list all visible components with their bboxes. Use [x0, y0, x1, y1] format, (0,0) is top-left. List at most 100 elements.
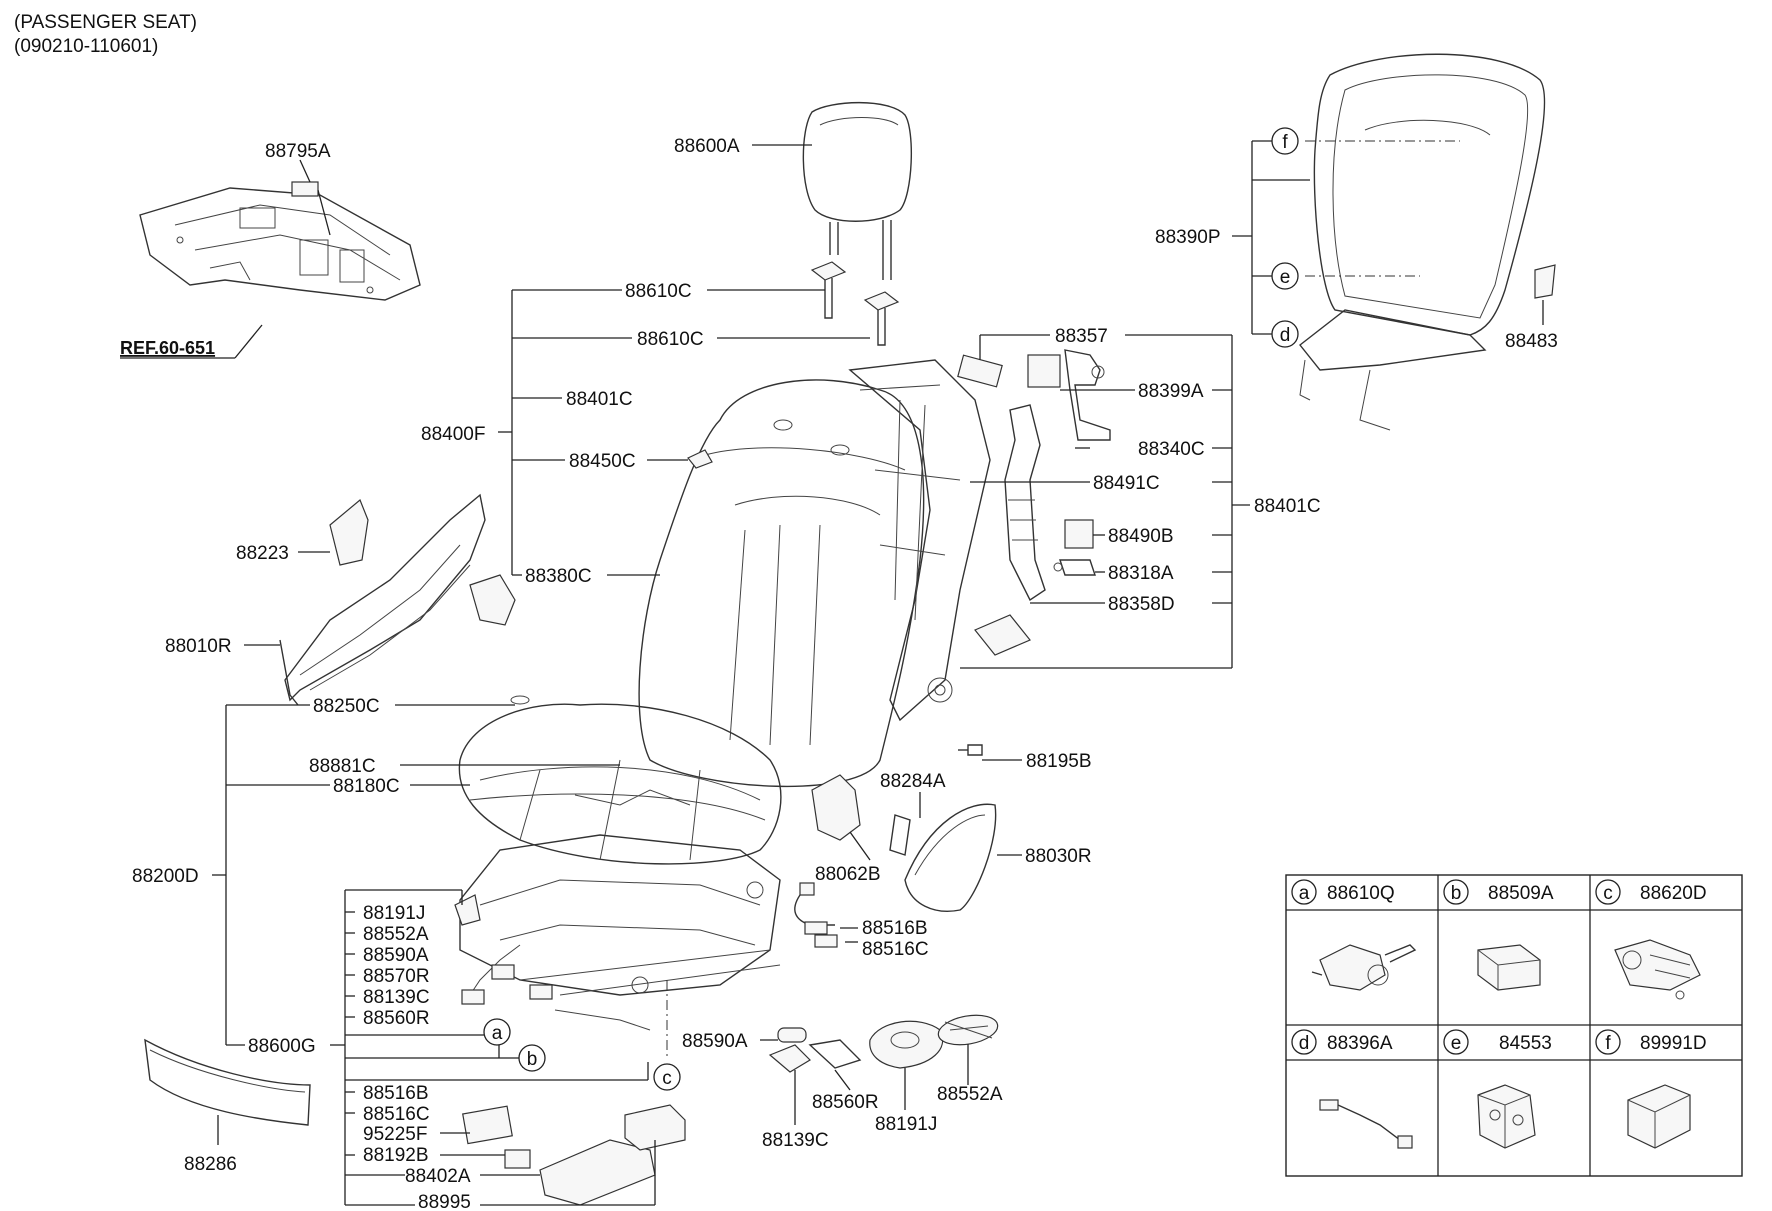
seat-back-illustration [638, 379, 925, 788]
legend-sketch-88620D [1614, 939, 1701, 1000]
leader-lines [120, 140, 1544, 1206]
part-label-88390P: 88390P [1155, 227, 1221, 248]
callout-circles: a b c f e d [483, 127, 1299, 1091]
part-label-88560R-left: 88560R [363, 1008, 430, 1029]
seat-back-frame-88390P-illustration [1299, 53, 1556, 431]
legend-part-84553: 84553 [1499, 1033, 1552, 1054]
part-label-88552A-left: 88552A [363, 924, 429, 945]
legend-part-89991D: 89991D [1640, 1033, 1707, 1054]
part-label-88139C-left: 88139C [363, 987, 430, 1008]
callout-b-letter: b [527, 1049, 538, 1070]
callout-c-letter: c [662, 1068, 672, 1089]
legend-table: a 88610Q b 88509A c 88620D d 88396A e [1285, 874, 1743, 1177]
legend-sketch-84553 [1477, 1084, 1536, 1149]
legend-letter-a: a [1299, 883, 1310, 904]
part-labels: 88795A REF.60-651 88600A 88610C 88610C 8… [120, 136, 1558, 1211]
legend-letter-e: e [1451, 1033, 1462, 1054]
part-label-88995: 88995 [418, 1192, 471, 1211]
floor-panel-illustration [139, 181, 421, 301]
part-label-88357: 88357 [1055, 326, 1108, 347]
lumbar-parts-illustration [768, 1014, 999, 1073]
callout-a: a [483, 1018, 511, 1046]
part-label-88358D: 88358D [1108, 594, 1175, 615]
seat-trim-parts-illustration [811, 774, 997, 912]
part-label-88516B-right: 88516B [862, 918, 928, 939]
legend-sketch-89991D [1627, 1084, 1691, 1149]
headrest-illustration [802, 101, 912, 346]
callout-e: e [1271, 262, 1299, 290]
seat-frame-illustration [454, 834, 781, 1031]
legend-part-88620D: 88620D [1640, 883, 1707, 904]
bolt-illustration [958, 744, 983, 756]
seat-back-frame-illustration [848, 359, 991, 722]
part-label-88062B: 88062B [815, 864, 881, 885]
part-label-88516B-left: 88516B [363, 1083, 429, 1104]
callout-f-letter: f [1282, 132, 1288, 153]
legend-cell-e: e 84553 [1443, 1029, 1552, 1055]
legend-part-88610Q: 88610Q [1327, 883, 1395, 904]
part-label-88610C-bottom: 88610C [637, 329, 704, 350]
part-label-88191J-left: 88191J [363, 903, 425, 924]
part-label-88191J-right: 88191J [875, 1114, 937, 1135]
part-label-88516C-left: 88516C [363, 1104, 430, 1125]
legend-cell-a: a 88610Q [1291, 879, 1395, 905]
part-label-88600A: 88600A [674, 136, 740, 157]
part-label-88570R: 88570R [363, 966, 430, 987]
front-trim-illustration [144, 1038, 311, 1126]
legend-sketch-88610Q [1311, 944, 1417, 991]
legend-sketch-88509A [1477, 944, 1541, 991]
part-label-88400F: 88400F [421, 424, 485, 445]
callout-e-letter: e [1280, 267, 1291, 288]
part-label-88340C: 88340C [1138, 439, 1205, 460]
part-label-88318A: 88318A [1108, 563, 1174, 584]
callout-b: b [518, 1044, 546, 1072]
legend-letter-c: c [1603, 883, 1613, 904]
part-label-88402A: 88402A [405, 1166, 471, 1187]
part-label-88600G: 88600G [248, 1036, 316, 1057]
part-label-88590A-right: 88590A [682, 1031, 748, 1052]
callout-d: d [1271, 320, 1299, 348]
legend-sketch-88396A [1319, 1099, 1413, 1149]
legend-letter-d: d [1299, 1033, 1310, 1054]
control-module-illustration [462, 1104, 686, 1206]
legend-part-88396A: 88396A [1327, 1033, 1393, 1054]
legend-cell-d: d 88396A [1291, 1029, 1393, 1055]
diagram-title: (PASSENGER SEAT) [14, 12, 197, 33]
part-label-88490B: 88490B [1108, 526, 1174, 547]
part-label-88010R: 88010R [165, 636, 232, 657]
callout-d-letter: d [1280, 325, 1291, 346]
part-label-88881C: 88881C [309, 756, 376, 777]
harness-illustration [794, 882, 838, 948]
part-label-88590A-left: 88590A [363, 945, 429, 966]
part-label-88223: 88223 [236, 543, 289, 564]
callout-c: c [653, 1063, 681, 1091]
diagram-date-range: (090210-110601) [14, 36, 159, 57]
part-label-88030R: 88030R [1025, 846, 1092, 867]
legend-cell-c: c 88620D [1595, 879, 1707, 905]
legend-cell-f: f 89991D [1595, 1029, 1707, 1055]
part-label-88552A-right: 88552A [937, 1084, 1003, 1105]
part-label-88610C-top: 88610C [625, 281, 692, 302]
part-label-88284A: 88284A [880, 771, 946, 792]
part-label-88401C-inner: 88401C [566, 389, 633, 410]
part-label-88180C: 88180C [333, 776, 400, 797]
callout-a-letter: a [492, 1023, 503, 1044]
part-label-88380C: 88380C [525, 566, 592, 587]
part-label-88491C: 88491C [1093, 473, 1160, 494]
part-label-88250C: 88250C [313, 696, 380, 717]
part-label-88139C-right: 88139C [762, 1130, 829, 1151]
part-label-95225F: 95225F [363, 1124, 427, 1145]
part-label-88192B: 88192B [363, 1145, 429, 1166]
part-label-88795A: 88795A [265, 141, 331, 162]
part-label-88450C: 88450C [569, 451, 636, 472]
part-label-88286: 88286 [184, 1154, 237, 1175]
back-components-illustration [957, 349, 1111, 656]
side-cover-illustration [279, 493, 516, 706]
reference-label[interactable]: REF.60-651 [120, 338, 215, 358]
part-label-88483: 88483 [1505, 331, 1558, 352]
legend-part-88509A: 88509A [1488, 883, 1554, 904]
part-label-88560R-right: 88560R [812, 1092, 879, 1113]
part-label-88516C-right: 88516C [862, 939, 929, 960]
legend-letter-b: b [1451, 883, 1462, 904]
